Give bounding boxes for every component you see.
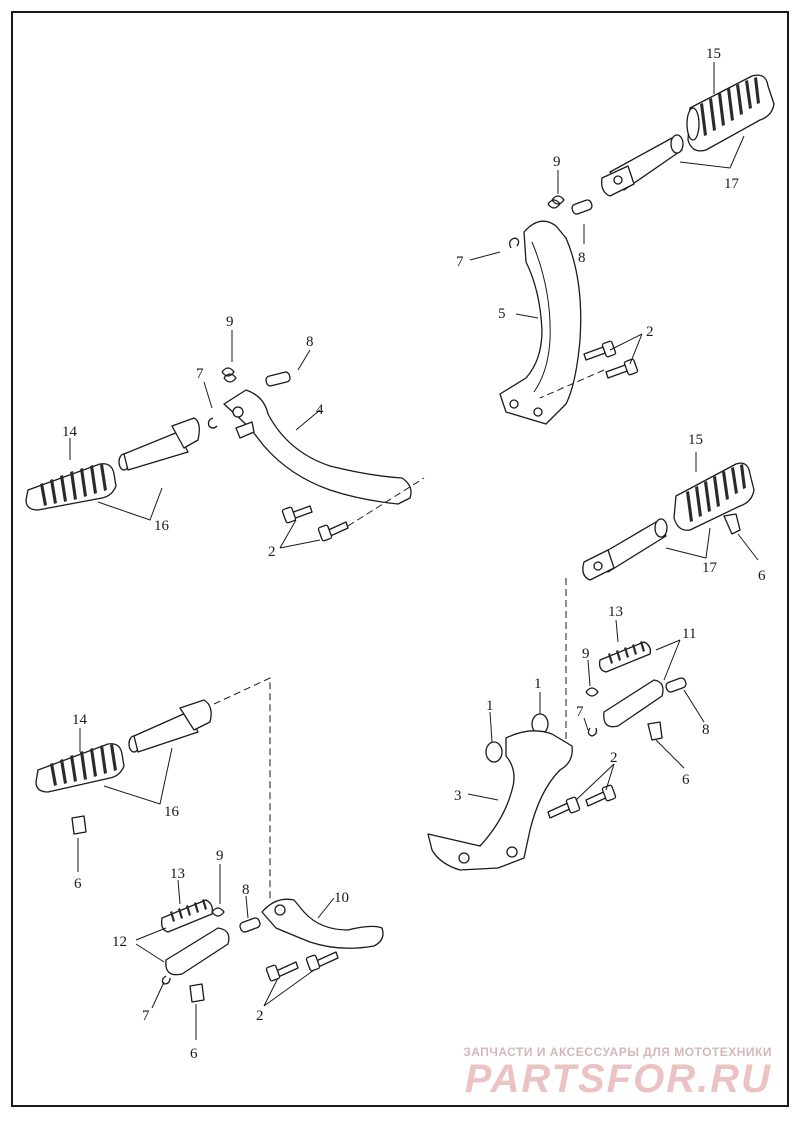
callout-15-top: 15	[706, 46, 721, 62]
pin-8-a	[571, 199, 593, 215]
callout-10: 10	[334, 890, 349, 906]
pad-13-b	[160, 899, 214, 933]
callout-labels: 15 9 17 8 7 5 2 9 8 7 4 14 16 2 15 17 6 …	[62, 46, 766, 1062]
watermark: ЗАПЧАСТИ И АКСЕССУАРЫ ДЛЯ МОТОТЕХНИКИ PA…	[463, 1045, 772, 1102]
spring-9-d	[211, 907, 225, 917]
callout-1-upper: 1	[534, 676, 542, 692]
callout-2-middle-right: 2	[610, 750, 618, 766]
footpeg-rubber-15-b	[673, 462, 755, 531]
callout-6-middle-bottom: 6	[682, 772, 690, 788]
callout-2-bottom: 2	[256, 1008, 264, 1024]
callout-8-top: 8	[578, 250, 586, 266]
assembly-middle-right	[427, 462, 755, 871]
callout-8-left: 8	[306, 334, 314, 350]
pin-8-c	[665, 677, 687, 693]
spring-9-a	[547, 195, 565, 209]
footpeg-body-16-a	[118, 417, 200, 471]
callout-16-top: 16	[154, 518, 170, 534]
pin-8-d	[239, 917, 261, 933]
watermark-logo: PARTSFOR.RU	[464, 1057, 772, 1101]
callout-1-lower: 1	[486, 698, 494, 714]
bushing-1-a	[485, 741, 503, 763]
footpeg-body-17-b	[582, 518, 668, 581]
plug-6-c	[71, 815, 87, 835]
assembly-bottom-left	[35, 677, 384, 1003]
callout-4: 4	[316, 402, 324, 418]
bolts-2-b	[281, 505, 349, 542]
callout-9-bottom: 9	[216, 848, 224, 864]
bracket-4	[223, 389, 412, 505]
plug-6-b	[647, 721, 663, 741]
watermark-tagline: ЗАПЧАСТИ И АКСЕССУАРЫ ДЛЯ МОТОТЕХНИКИ	[463, 1045, 772, 1059]
callout-6-bottom: 6	[190, 1046, 198, 1062]
callout-6-bottom-left: 6	[74, 876, 82, 892]
callout-8-bottom: 8	[242, 882, 250, 898]
bolts-2-a	[583, 340, 639, 379]
callout-13-right: 13	[608, 604, 623, 620]
clip-7-a	[509, 237, 520, 249]
callout-5: 5	[498, 306, 506, 322]
spring-9-b	[221, 367, 237, 383]
callout-9-left: 9	[226, 314, 234, 330]
footpeg-body-16-b	[128, 699, 212, 753]
callout-7-right: 7	[576, 704, 584, 720]
assembly-top-left	[25, 367, 425, 542]
spring-9-c	[585, 687, 599, 697]
pad-13-a	[598, 641, 652, 673]
plug-6-d	[189, 983, 205, 1003]
clip-7-d	[161, 975, 171, 985]
bracket-10	[261, 898, 384, 949]
callout-7-left: 7	[196, 366, 204, 382]
callout-17-top: 17	[724, 176, 740, 192]
callout-9-right: 9	[582, 646, 590, 662]
callout-7-bottom: 7	[142, 1008, 150, 1024]
bolts-2-c	[547, 784, 617, 819]
bolts-2-d	[265, 951, 339, 982]
footpeg-rubber-14-a	[25, 463, 117, 511]
clip-7-b	[207, 417, 218, 429]
leader-lines	[69, 62, 759, 1040]
callout-12: 12	[112, 934, 127, 950]
callout-2-top-left: 2	[268, 544, 276, 560]
footpeg-rubber-14-b	[35, 743, 125, 793]
callout-3: 3	[454, 788, 462, 804]
callout-14-bottom: 14	[72, 712, 88, 728]
plug-6-a	[723, 513, 741, 535]
callout-13-left: 13	[170, 866, 185, 882]
callout-11: 11	[682, 626, 696, 642]
bracket-3	[427, 730, 573, 871]
callout-16-bottom: 16	[164, 804, 180, 820]
callout-2-top-right: 2	[646, 324, 654, 340]
footpeg-rubber-15	[686, 74, 775, 152]
footrest-12	[165, 927, 230, 976]
drawing-frame	[11, 11, 789, 1107]
callout-7-top: 7	[456, 254, 464, 270]
footrest-11	[603, 679, 664, 728]
pin-8-b	[265, 371, 291, 387]
callout-14-top: 14	[62, 424, 78, 440]
callout-8-right: 8	[702, 722, 710, 738]
callout-15-middle: 15	[688, 432, 703, 448]
callout-6-middle-top: 6	[758, 568, 766, 584]
clip-7-c	[587, 727, 598, 737]
assembly-top-right	[499, 74, 775, 425]
bracket-5	[499, 220, 582, 425]
callout-17-middle: 17	[702, 560, 718, 576]
footpeg-body-17	[601, 134, 684, 197]
callout-9-top: 9	[553, 154, 561, 170]
